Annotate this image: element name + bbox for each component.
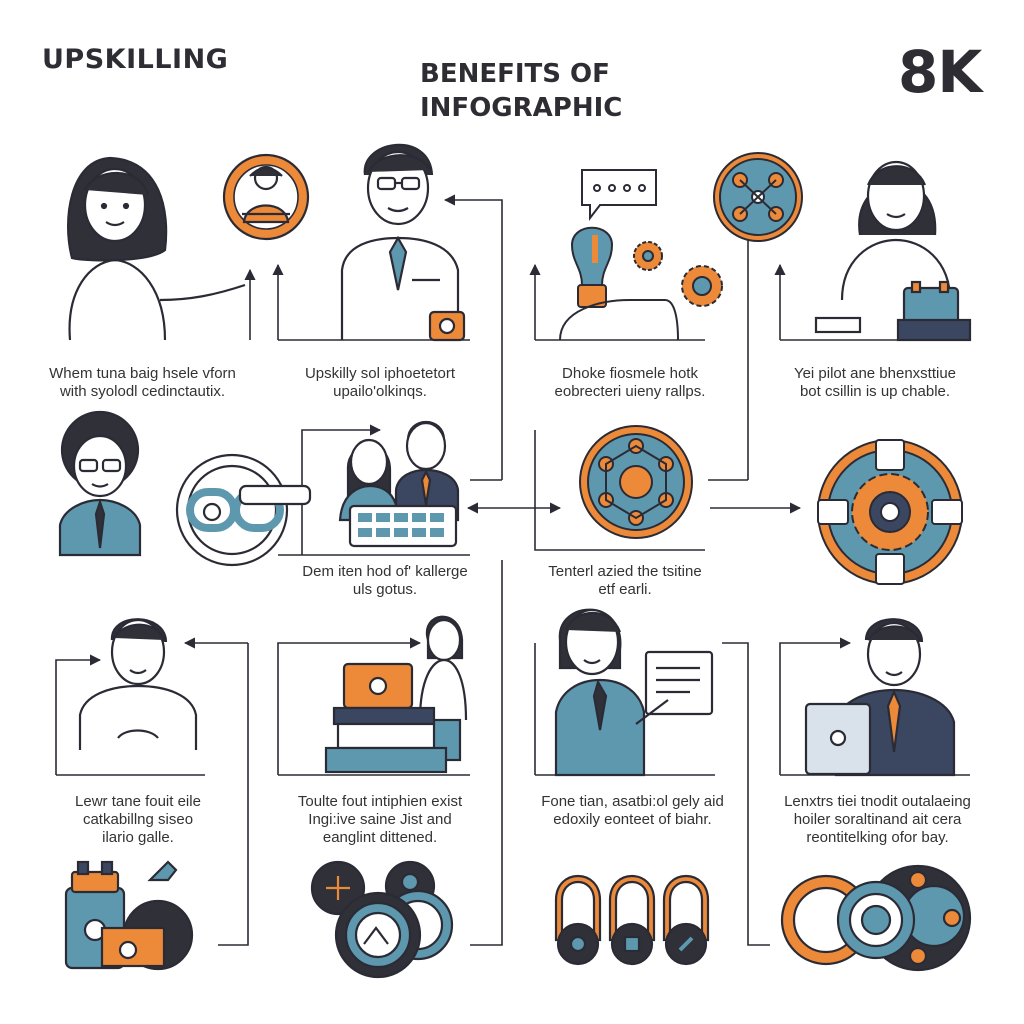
- three-badges-icon: [554, 875, 710, 966]
- gear-circuit-icon: [817, 439, 963, 585]
- title-line-2: INFOGRAPHIC: [420, 93, 623, 123]
- reading-person-badge-icon: [222, 153, 310, 241]
- hub-network-icon: [579, 425, 693, 539]
- brand-title: UPSKILLING: [42, 44, 229, 75]
- woman-at-laptop-icon: [324, 615, 468, 774]
- title-line-1: BENEFITS OF: [420, 59, 610, 89]
- young-man-icon: [78, 618, 198, 750]
- lightbulb-gears-icon: [559, 226, 723, 341]
- professor-icon: [340, 143, 466, 342]
- gear-cluster-icon: [780, 864, 972, 972]
- woman-with-document-icon: [554, 608, 714, 777]
- connector-lines: [55, 194, 970, 946]
- resolution-badge: 8K: [898, 38, 982, 106]
- curly-hair-man-icon: [58, 410, 142, 557]
- woman-presenting-icon: [66, 156, 246, 341]
- network-badge-icon: [713, 152, 803, 242]
- speech-bubble-icon: [581, 169, 657, 221]
- man-with-laptop-icon: [804, 618, 956, 777]
- page-title: BENEFITS OF INFOGRAPHIC: [420, 57, 680, 125]
- link-chain-icon: [175, 453, 312, 567]
- stacked-tools-icon: [64, 860, 194, 971]
- connected-circles-icon: [310, 860, 454, 979]
- team-pair-icon: [338, 420, 460, 548]
- woman-at-desk-icon: [814, 160, 972, 342]
